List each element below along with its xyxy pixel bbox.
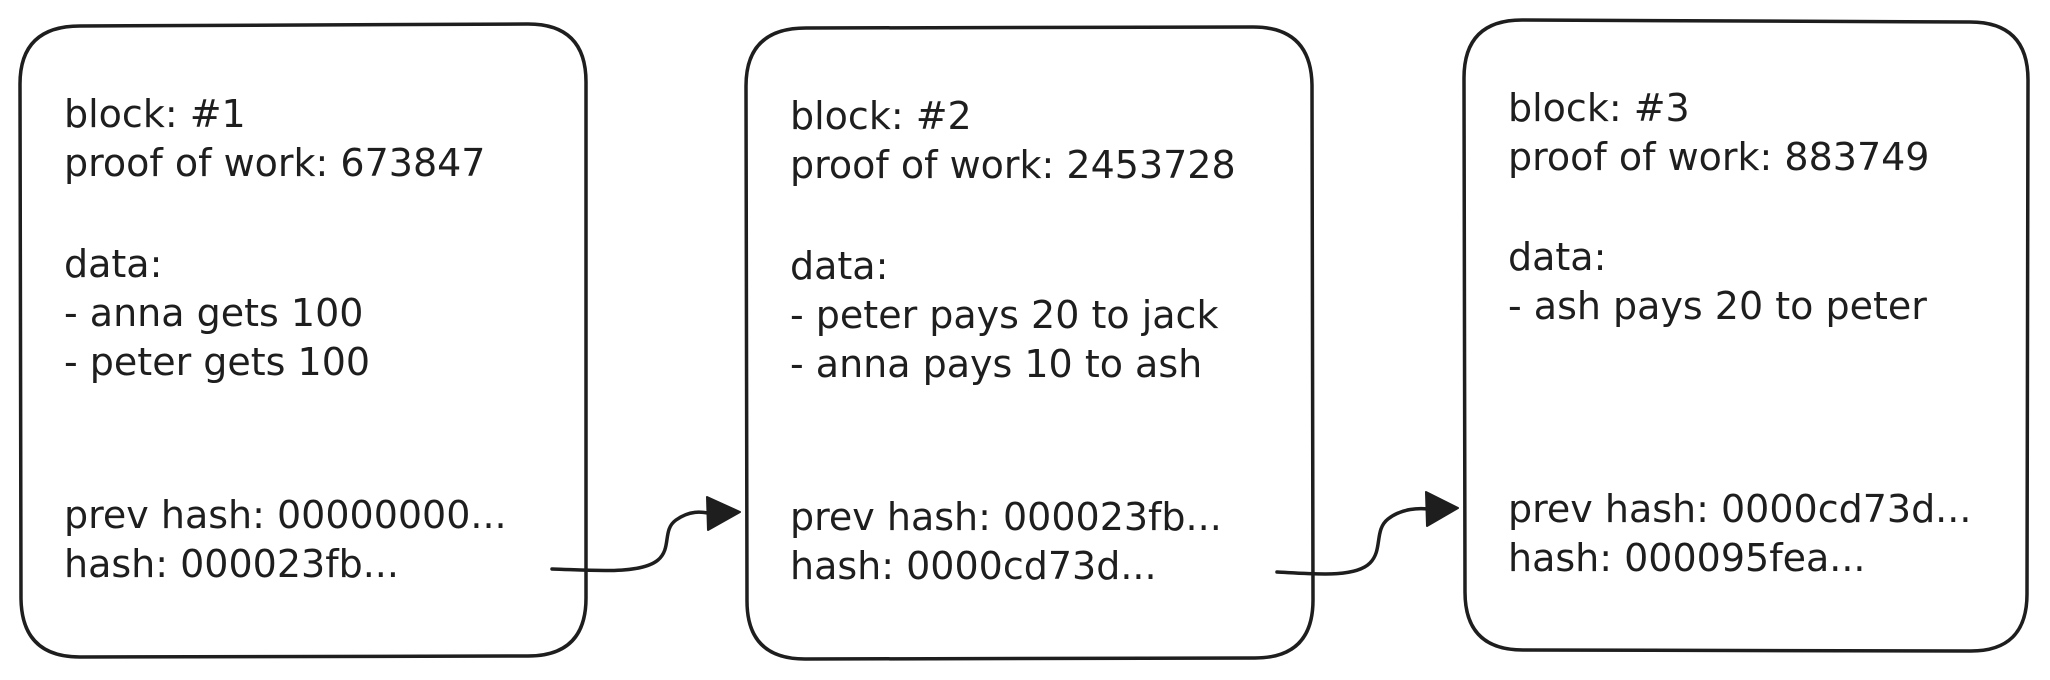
- arrow-block-1-to-block-2: [550, 496, 741, 573]
- block-3-hash: hash: 000095fea...: [1508, 536, 1865, 580]
- block-1-number: block: #1: [64, 92, 246, 136]
- block-3[interactable]: block: #3 proof of work: 883749 data: - …: [1462, 18, 2030, 653]
- block-2-data-label: data:: [790, 244, 888, 288]
- block-2-prev-hash: prev hash: 000023fb...: [790, 495, 1222, 539]
- block-3-data-label: data:: [1508, 235, 1606, 279]
- block-2-box: [744, 25, 1315, 661]
- block-2-proof-of-work: proof of work: 2453728: [790, 143, 1236, 187]
- block-3-box: [1462, 18, 2030, 653]
- block-2-number: block: #2: [790, 94, 972, 138]
- block-2-data-item-1: - peter pays 20 to jack: [790, 293, 1218, 337]
- arrow-1-head: [706, 496, 741, 531]
- block-1[interactable]: block: #1 proof of work: 673847 data: - …: [18, 22, 588, 659]
- block-2-data-item-2: - anna pays 10 to ash: [790, 342, 1202, 386]
- block-1-box: [18, 22, 588, 659]
- block-3-number: block: #3: [1508, 86, 1690, 130]
- block-1-proof-of-work: proof of work: 673847: [64, 141, 485, 185]
- block-2[interactable]: block: #2 proof of work: 2453728 data: -…: [744, 25, 1315, 661]
- block-1-hash: hash: 000023fb...: [64, 542, 399, 586]
- block-1-data-label: data:: [64, 242, 162, 286]
- arrow-block-2-to-block-3: [1275, 491, 1459, 576]
- block-1-data-item-2: - peter gets 100: [64, 340, 370, 384]
- block-2-hash: hash: 0000cd73d...: [790, 544, 1157, 588]
- block-1-prev-hash: prev hash: 00000000...: [64, 493, 507, 537]
- block-1-data-item-1: - anna gets 100: [64, 291, 363, 335]
- block-3-prev-hash: prev hash: 0000cd73d...: [1508, 487, 1971, 531]
- block-3-data-item-1: - ash pays 20 to peter: [1508, 284, 1927, 328]
- arrow-1-line: [550, 510, 710, 573]
- block-3-proof-of-work: proof of work: 883749: [1508, 135, 1929, 179]
- arrow-2-line: [1275, 506, 1430, 576]
- arrow-2-head: [1425, 491, 1459, 527]
